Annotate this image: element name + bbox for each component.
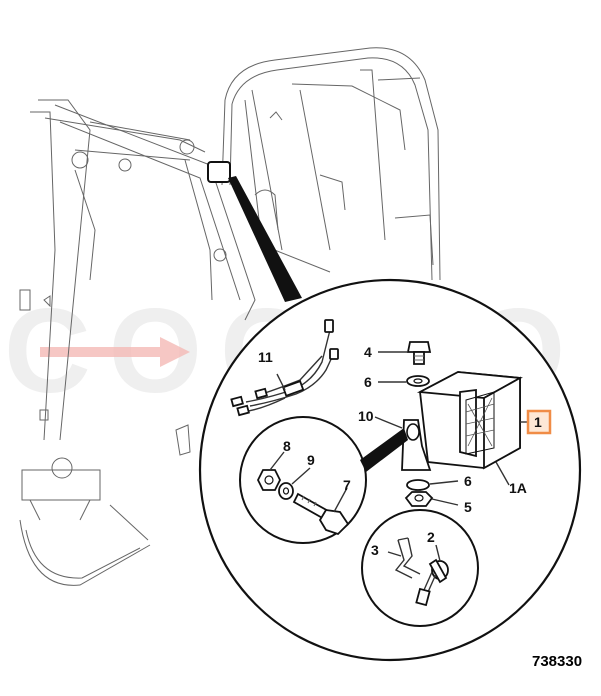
bulb-detail-circle bbox=[361, 509, 479, 627]
washer-9 bbox=[278, 482, 294, 500]
callout-4: 4 bbox=[364, 344, 372, 360]
callout-6-bottom: 6 bbox=[464, 473, 472, 489]
clip-3 bbox=[394, 537, 421, 579]
callout-3: 3 bbox=[371, 542, 379, 558]
washer-6-top-hole bbox=[413, 378, 423, 384]
excavator-arm bbox=[19, 99, 256, 586]
callout-6-top: 6 bbox=[364, 374, 372, 390]
callout-5: 5 bbox=[464, 499, 472, 515]
washer-6-top bbox=[406, 375, 430, 387]
fastener-pointer-wedge bbox=[360, 428, 408, 472]
bolt-7 bbox=[292, 492, 350, 536]
wiring-harness bbox=[230, 319, 339, 417]
callouts: 1 1A 4 6 10 11 6 5 8 9 7 3 2 bbox=[258, 344, 552, 558]
callout-10: 10 bbox=[358, 408, 374, 424]
reference-number: 738330 bbox=[532, 653, 582, 670]
bracket-10 bbox=[401, 419, 432, 471]
lamp-location-marker bbox=[207, 161, 231, 183]
highlighted-callout-box bbox=[526, 409, 552, 435]
callout-1: 1 bbox=[534, 414, 542, 430]
excavator-cab bbox=[221, 47, 441, 281]
bolt-4 bbox=[406, 341, 432, 365]
callout-9: 9 bbox=[307, 452, 315, 468]
washer-6-bottom bbox=[406, 479, 430, 491]
callout-11: 11 bbox=[258, 349, 273, 365]
bulb-2 bbox=[415, 558, 449, 607]
callout-8: 8 bbox=[283, 438, 291, 454]
pointer-wedge bbox=[228, 176, 302, 302]
work-lamp bbox=[416, 371, 523, 470]
leader-lines bbox=[269, 351, 528, 562]
nut-8 bbox=[256, 469, 282, 491]
watermark-arrow-icon bbox=[40, 337, 190, 367]
callout-2: 2 bbox=[427, 529, 435, 545]
callout-1a: 1A bbox=[509, 480, 527, 496]
callout-7: 7 bbox=[343, 477, 351, 493]
nut-5 bbox=[404, 491, 434, 507]
